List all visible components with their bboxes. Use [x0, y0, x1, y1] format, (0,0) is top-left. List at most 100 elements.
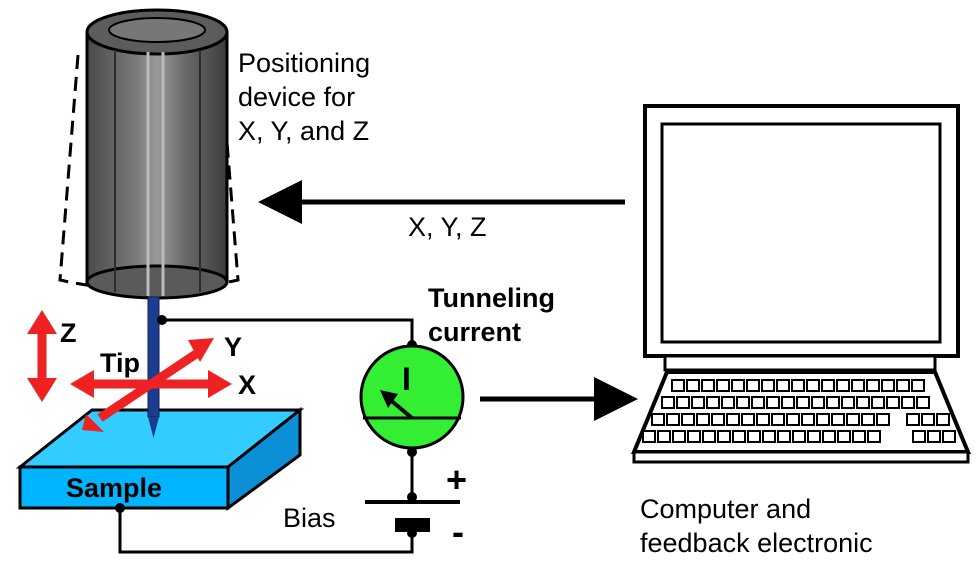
keyboard-key — [741, 413, 755, 426]
plus-sign: + — [446, 459, 467, 500]
keyboard-key — [822, 430, 836, 443]
keyboard-key — [826, 396, 840, 409]
keyboard-key — [786, 413, 800, 426]
keyboard-key — [911, 379, 925, 392]
tunneling-label-line1: Tunneling — [428, 283, 555, 313]
keyboard-key — [711, 413, 725, 426]
junction-dot — [157, 315, 167, 325]
keyboard-key — [777, 430, 791, 443]
keyboard-key — [761, 379, 775, 392]
keyboard-key — [687, 430, 701, 443]
scanner-bottom — [85, 264, 229, 300]
tunneling-label-line2: current — [428, 317, 521, 347]
keyboard-key — [796, 396, 810, 409]
scanner-cylinder — [85, 30, 229, 284]
axis-arrows — [27, 310, 232, 432]
keyboard-key — [766, 396, 780, 409]
keyboard-key — [881, 379, 895, 392]
keyboard-front-edge — [632, 450, 970, 464]
keyboard-key — [642, 430, 656, 443]
keyboard-key — [756, 413, 770, 426]
keyboard-key — [702, 430, 716, 443]
keyboard-key — [801, 413, 815, 426]
keyboard-key — [846, 413, 860, 426]
keyboard-key — [686, 379, 700, 392]
keyboard-key — [746, 379, 760, 392]
keyboard-key — [717, 430, 731, 443]
keyboard-key — [696, 413, 710, 426]
keyboard-key — [672, 430, 686, 443]
keyboard-key — [781, 396, 795, 409]
keyboard-key — [916, 396, 930, 409]
positioning-device — [58, 8, 240, 300]
keyboard-key — [821, 379, 835, 392]
keyboard-key — [736, 396, 750, 409]
sample-label: Sample — [66, 473, 162, 503]
keyboard-key — [732, 430, 746, 443]
keyboard-key — [681, 413, 695, 426]
bias-battery — [365, 500, 460, 532]
keyboard-key — [676, 396, 690, 409]
keyboard-key — [816, 413, 830, 426]
keyboard-key — [791, 379, 805, 392]
minus-sign: - — [452, 511, 464, 552]
keyboard-key — [837, 430, 851, 443]
monitor-screen — [660, 122, 942, 344]
keyboard-key — [721, 396, 735, 409]
positioning-label-line3: X, Y, and Z — [238, 116, 369, 146]
keyboard-key — [771, 413, 785, 426]
z-axis-label: Z — [60, 318, 77, 348]
keyboard-key — [776, 379, 790, 392]
keyboard-key — [856, 396, 870, 409]
keyboard-key — [942, 430, 956, 443]
junction-dot — [407, 492, 417, 502]
current-signal-arrow-head — [594, 377, 638, 421]
tip — [147, 296, 160, 438]
keyboard-key — [806, 379, 820, 392]
keyboard-key — [747, 430, 761, 443]
keyboard-key — [657, 430, 671, 443]
meter-circle — [359, 344, 465, 450]
keyboard-key — [876, 413, 890, 426]
z-axis-arrow — [27, 310, 57, 402]
xyz-signal-arrow-head — [258, 180, 302, 224]
keyboard-key — [927, 430, 941, 443]
monitor-base — [663, 354, 937, 372]
bias-label: Bias — [283, 503, 336, 533]
computer-label-line1: Computer and — [640, 494, 811, 524]
keyboard-key — [716, 379, 730, 392]
keyboard-key — [936, 413, 950, 426]
keyboard-key — [867, 430, 881, 443]
y-axis-arrow — [82, 338, 214, 432]
keyboard-key — [831, 413, 845, 426]
tip-label: Tip — [100, 348, 140, 378]
meter-needle-head — [380, 390, 398, 408]
keyboard-key — [706, 396, 720, 409]
computer-label-line2: feedback electronic — [640, 528, 873, 558]
keyboard-key — [691, 396, 705, 409]
signal-arrows — [258, 180, 638, 421]
meter-current-symbol: I — [402, 361, 411, 397]
keyboard-key — [896, 379, 910, 392]
keyboard-key — [762, 430, 776, 443]
keyboard-key — [866, 379, 880, 392]
keyboard-key — [901, 396, 915, 409]
keyboard-key — [861, 413, 875, 426]
x-axis-label: X — [238, 370, 256, 400]
keyboard-key — [906, 413, 920, 426]
tip-apex — [148, 417, 159, 438]
y-axis-label: Y — [224, 332, 242, 362]
keyboard-key — [836, 379, 850, 392]
keyboard-key — [886, 396, 900, 409]
keyboard-key — [921, 413, 935, 426]
tip-shaft — [147, 296, 160, 418]
keyboard-key — [651, 413, 665, 426]
keyboard-key — [666, 413, 680, 426]
xyz-signal-label: X, Y, Z — [408, 212, 487, 242]
keyboard-key — [912, 430, 926, 443]
junction-dot — [407, 447, 417, 457]
wire-tip-to-meter — [162, 318, 414, 345]
keyboard-key — [726, 413, 740, 426]
